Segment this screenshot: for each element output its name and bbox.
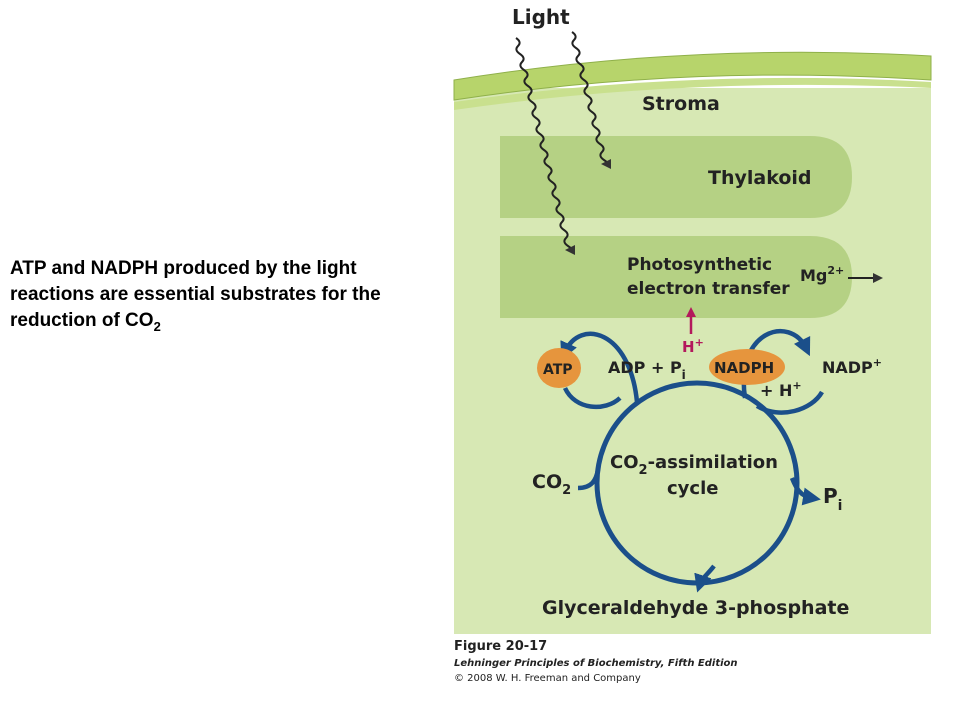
stroma-label: Stroma — [642, 93, 720, 115]
outer-membrane — [453, 51, 932, 101]
co2-input-arrow — [577, 469, 601, 491]
atp-loop-arrow — [560, 331, 640, 403]
thylakoid-label: Thylakoid — [708, 167, 812, 189]
mg-label: Mg2+ — [800, 264, 844, 285]
caption-subscript: 2 — [153, 319, 161, 334]
nadph-return-arrow — [755, 390, 824, 415]
nadph-ellipse — [709, 349, 785, 385]
atp-label: ATP — [543, 362, 573, 378]
nadph-label: NADPH — [714, 359, 774, 377]
proton-label: H+ — [682, 336, 704, 356]
product-label: Glyceraldehyde 3-phosphate — [542, 597, 849, 619]
copyright: © 2008 W. H. Freeman and Company — [454, 673, 641, 684]
book-title: Lehninger Principles of Biochemistry, Fi… — [454, 658, 738, 669]
figure-number: Figure 20-17 — [454, 639, 547, 654]
nadp-label: NADP+ — [822, 356, 882, 377]
cycle-label-line1: CO2-assimilation — [610, 452, 778, 478]
cycle-label-line2: cycle — [667, 478, 718, 499]
nadph-h-label: + H+ — [760, 379, 802, 400]
electron-transfer-label: electron transfer — [627, 279, 790, 299]
thylakoid-lower — [500, 236, 852, 318]
atp-return-arrow — [562, 386, 622, 410]
light-label: Light — [512, 5, 570, 29]
caption-main: ATP and NADPH produced by the light reac… — [10, 258, 381, 331]
photosynthetic-label: Photosynthetic — [627, 255, 772, 275]
thylakoid-upper — [500, 136, 852, 218]
adp-label: ADP + Pi — [608, 358, 686, 382]
inner-membrane — [454, 77, 931, 110]
product-arrow — [694, 564, 716, 593]
light-ray-1 — [515, 37, 576, 255]
pi-output-arrow — [789, 477, 821, 506]
caption-text: ATP and NADPH produced by the light reac… — [10, 256, 430, 334]
light-ray-2 — [571, 31, 612, 169]
atp-ellipse — [537, 348, 581, 388]
pi-output-label: Pi — [823, 484, 842, 514]
co2-input-label: CO2 — [532, 471, 571, 498]
